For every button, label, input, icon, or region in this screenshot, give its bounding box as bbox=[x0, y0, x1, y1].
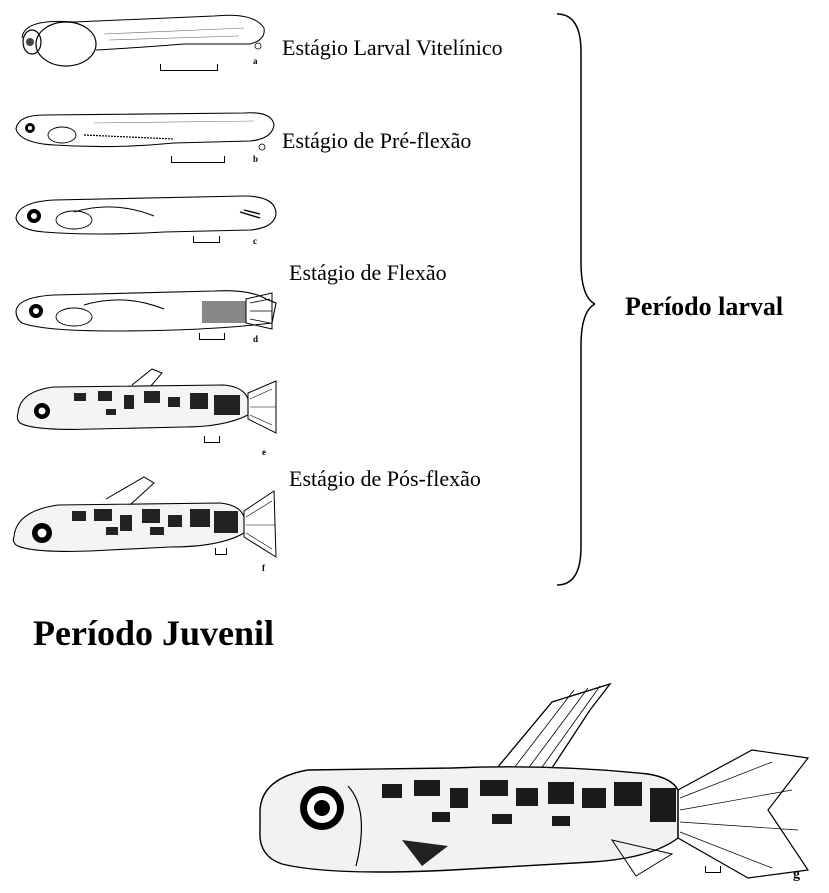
stage-label-b: Estágio de Pré-flexão bbox=[282, 128, 471, 154]
scale-bar-f bbox=[215, 548, 227, 555]
scale-bar-b bbox=[171, 156, 225, 163]
larva-a-illustration bbox=[14, 10, 274, 85]
larva-b-illustration bbox=[14, 105, 279, 165]
stage-letter-b: b bbox=[253, 154, 258, 164]
period-juvenil-label: Período Juvenil bbox=[33, 612, 274, 654]
stage-letter-f: f bbox=[262, 563, 265, 573]
stage-label-d: Estágio de Flexão bbox=[289, 260, 447, 286]
scale-bar-d bbox=[199, 333, 225, 340]
stage-letter-g: g bbox=[793, 867, 800, 883]
larva-f-illustration bbox=[10, 475, 280, 565]
stage-label-a: Estágio Larval Vitelínico bbox=[282, 35, 503, 61]
larva-e-illustration bbox=[14, 365, 279, 445]
scale-bar-g bbox=[705, 866, 721, 873]
stage-letter-d: d bbox=[253, 334, 258, 344]
scale-bar-c bbox=[193, 236, 220, 243]
stage-letter-c: c bbox=[253, 236, 257, 246]
larva-d-illustration bbox=[14, 283, 279, 344]
larval-period-brace bbox=[555, 12, 595, 587]
period-larval-label: Período larval bbox=[625, 292, 783, 322]
juvenile-fish-illustration bbox=[252, 680, 812, 890]
scale-bar-a bbox=[160, 64, 218, 71]
stage-label-f: Estágio de Pós-flexão bbox=[289, 466, 481, 492]
larva-c-illustration bbox=[14, 190, 279, 245]
stage-letter-e: e bbox=[262, 447, 266, 457]
scale-bar-e bbox=[204, 436, 220, 443]
stage-letter-a: a bbox=[253, 56, 258, 66]
